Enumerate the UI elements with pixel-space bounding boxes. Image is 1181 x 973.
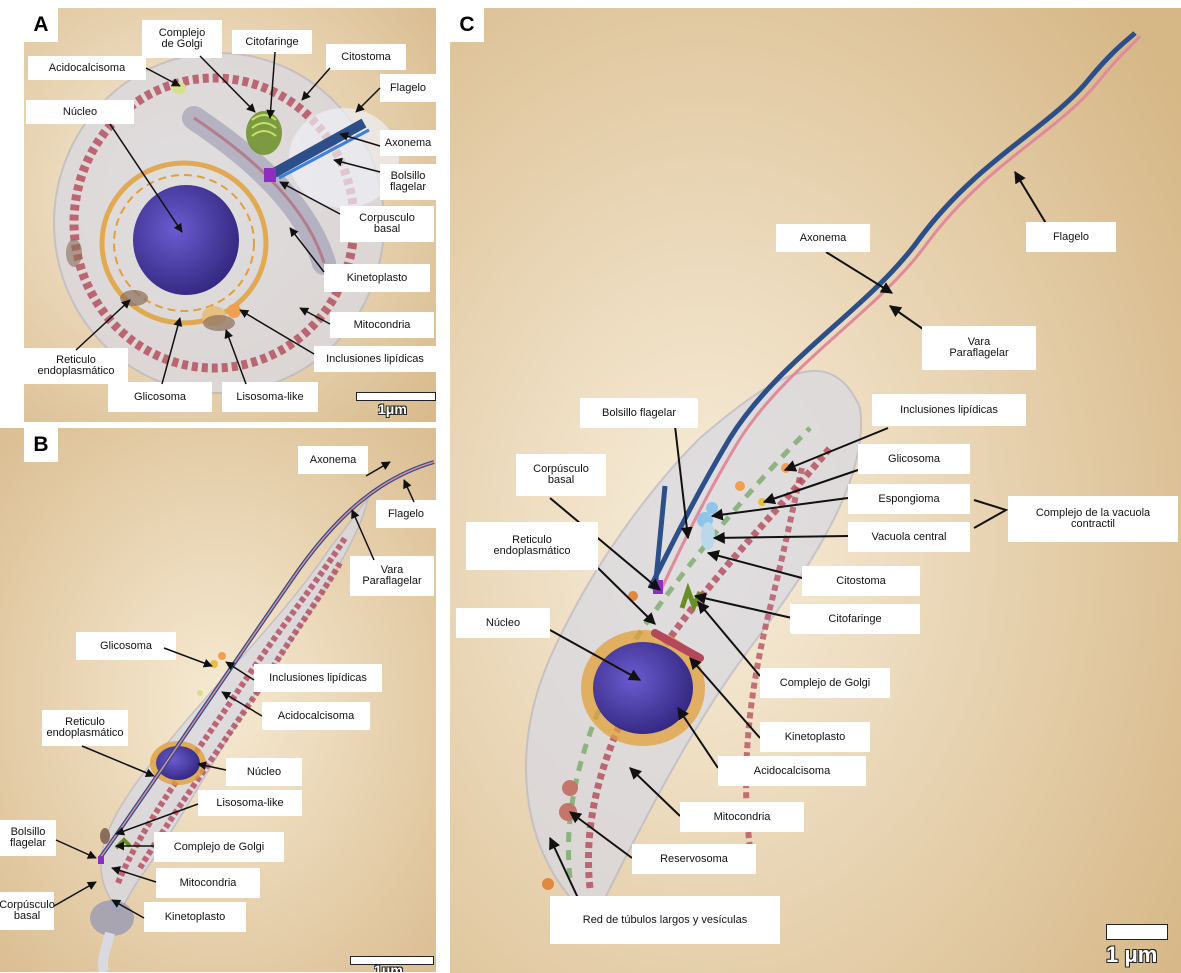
label-corpusculo-basal: Corpúsculo basal [516, 454, 606, 496]
scale-bar-a: 1μm [356, 392, 436, 420]
label-nucleo: Núcleo [456, 608, 550, 638]
scale-label-c: 1 μm [1106, 942, 1157, 968]
label-bolsillo-flagelar: Bolsillo flagelar [580, 398, 698, 428]
panel-a-letter: A [24, 8, 58, 42]
label-flagelo: Flagelo [1026, 222, 1116, 252]
panel-b-letter: B [24, 428, 58, 462]
label-inclusiones-lipidicas: Inclusiones lipídicas [254, 664, 382, 692]
label-mitocondria: Mitocondria [330, 312, 434, 338]
label-lisosoma-like: Lisosoma-like [222, 382, 318, 412]
label-glicosoma: Glicosoma [858, 444, 970, 474]
label-corpusculo-basal: Corpusculo basal [340, 206, 434, 242]
label-complejo-de-golgi: Complejo de Golgi [760, 668, 890, 698]
label-complejo-de-golgi: Complejo de Golgi [154, 832, 284, 862]
scale-label-a: 1μm [378, 401, 407, 417]
label-flagelo: Flagelo [380, 74, 436, 102]
label-reticulo-endoplasmatico: Reticulo endoplasmático [42, 710, 128, 746]
label-kinetoplasto: Kinetoplasto [144, 902, 246, 932]
nucleus-shape [156, 746, 200, 780]
label-acidocalcisoma: Acidocalcisoma [28, 56, 146, 80]
label-vara-paraflagelar: Vara Paraflagelar [922, 326, 1036, 370]
scale-label-b: 1μm [374, 962, 403, 972]
label-axonema: Axonema [380, 130, 436, 156]
label-mitocondria: Mitocondria [680, 802, 804, 832]
label-inclusiones-lipidicas: Inclusiones lipídicas [872, 394, 1026, 426]
label-espongioma: Espongioma [848, 484, 970, 514]
label-axonema: Axonema [298, 446, 368, 474]
label-reservosoma: Reservosoma [632, 844, 756, 874]
label-nucleo: Núcleo [26, 100, 134, 124]
label-mitocondria: Mitocondria [156, 868, 260, 898]
label-corpusculo-basal: Corpúsculo basal [0, 892, 54, 930]
scale-bar-b: 1μm [350, 956, 434, 972]
label-kinetoplasto: Kinetoplasto [324, 264, 430, 292]
label-vara-paraflagelar: Vara Paraflagelar [350, 556, 434, 596]
panel-c-letter: C [450, 8, 484, 42]
label-citofaringe: Citofaringe [790, 604, 920, 634]
label-vacuola-central: Vacuola central [848, 522, 970, 552]
label-glicosoma: Glicosoma [108, 382, 212, 412]
label-red-tubulos: Red de túbulos largos y vesículas [550, 896, 780, 944]
label-glicosoma: Glicosoma [76, 632, 176, 660]
nucleus-shape [593, 642, 693, 734]
label-citostoma: Citostoma [802, 566, 920, 596]
panel-b: B Axonema Flagelo Vara Paraflagelar Glic… [0, 428, 436, 972]
label-citostoma: Citostoma [326, 44, 406, 70]
label-kinetoplasto: Kinetoplasto [760, 722, 870, 752]
label-reticulo-endoplasmatico: Reticulo endoplasmático [466, 522, 598, 570]
label-bolsillo-flagelar: Bolsillo flagelar [0, 820, 56, 856]
scale-bar-c: 1 μm [1106, 924, 1174, 970]
panel-c: C Axon [450, 8, 1181, 973]
label-nucleo: Núcleo [226, 758, 302, 786]
panel-a: A Acidocalcisoma Complejo de Golgi Citof… [24, 8, 436, 422]
label-citofaringe: Citofaringe [232, 30, 312, 54]
label-inclusiones-lipidicas: Inclusiones lipídicas [314, 346, 436, 372]
label-complejo-vacuola-contractil: Complejo de la vacuola contractil [1008, 496, 1178, 542]
label-reticulo-endoplasmatico: Reticulo endoplasmático [24, 348, 128, 384]
label-lisosoma-like: Lisosoma-like [198, 790, 302, 816]
label-axonema: Axonema [776, 224, 870, 252]
label-acidocalcisoma: Acidocalcisoma [262, 702, 370, 730]
label-flagelo: Flagelo [376, 500, 436, 528]
nucleus-shape [133, 185, 239, 295]
label-bolsillo-flagelar: Bolsillo flagelar [380, 164, 436, 200]
label-complejo-de-golgi: Complejo de Golgi [142, 20, 222, 58]
label-acidocalcisoma: Acidocalcisoma [718, 756, 866, 786]
